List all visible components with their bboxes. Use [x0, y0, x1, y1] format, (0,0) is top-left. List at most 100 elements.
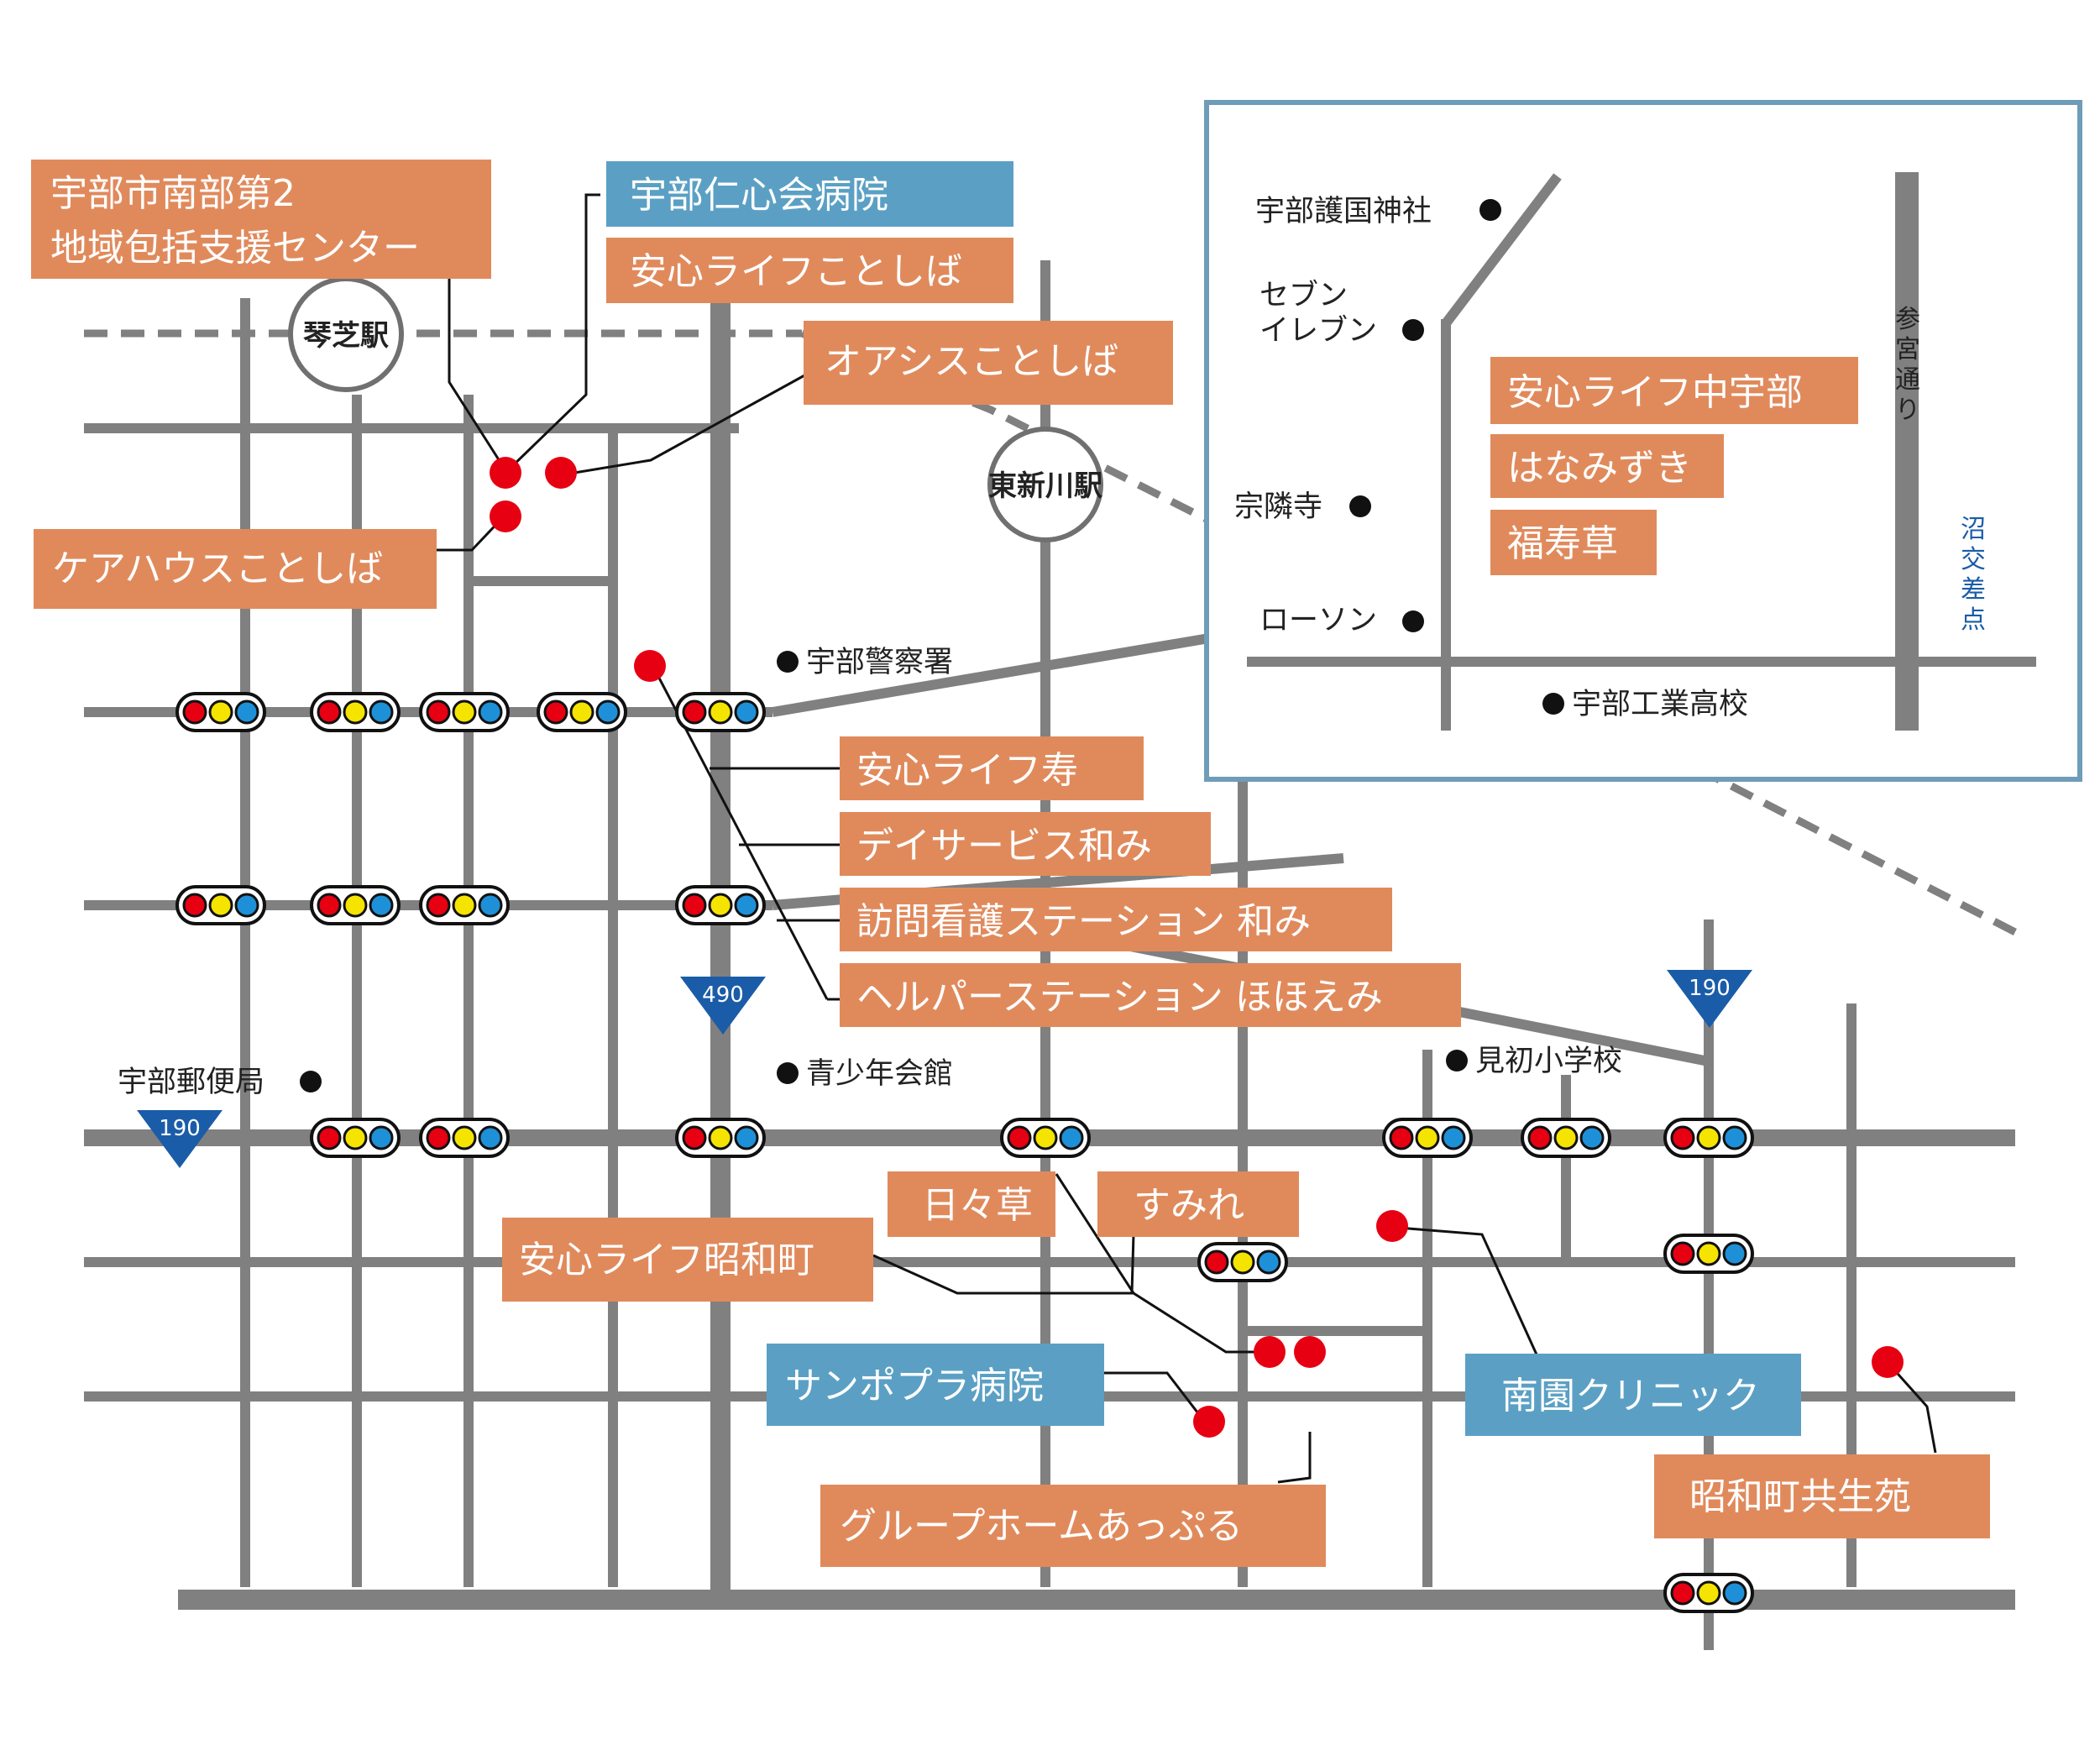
landmark-youth-hall: 青少年会館: [777, 1057, 953, 1091]
landmark-police: 宇部警察署: [777, 646, 953, 679]
facility-box: グループホームあっぷる: [820, 1485, 1326, 1567]
svg-text:日々草: 日々草: [922, 1184, 1033, 1227]
svg-text:宇部工業高校: 宇部工業高校: [1572, 688, 1748, 721]
traffic-light: [1197, 1242, 1288, 1282]
facility-marker: [490, 457, 521, 489]
facility-box: ヘルパーステーション ほほえみ: [840, 963, 1461, 1027]
traffic-light: [310, 885, 401, 925]
svg-text:ケアハウスことしば: ケアハウスことしば: [52, 548, 383, 590]
traffic-light: [1663, 1573, 1754, 1613]
svg-text:宇部郵便局: 宇部郵便局: [118, 1066, 264, 1099]
svg-text:セブン: セブン: [1259, 279, 1348, 312]
svg-text:190: 190: [159, 1116, 201, 1141]
facility-box: 昭和町共生苑: [1654, 1454, 1990, 1538]
facility-box: 安心ライフ中宇部: [1490, 357, 1858, 424]
svg-text:昭和町共生苑: 昭和町共生苑: [1689, 1475, 1911, 1518]
svg-text:イレブン: イレブン: [1259, 314, 1377, 348]
inset-road-name: 参宮通り: [1895, 305, 1920, 425]
facility-marker: [545, 457, 577, 489]
traffic-lights: [175, 642, 1952, 1613]
svg-text:青少年会館: 青少年会館: [806, 1057, 953, 1091]
svg-text:南園クリニック: 南園クリニック: [1501, 1375, 1760, 1417]
station-kotoshiba: 琴芝駅: [288, 276, 404, 392]
svg-text:宇部仁心会病院: 宇部仁心会病院: [630, 174, 888, 217]
facility-box: 福寿草: [1490, 510, 1657, 575]
svg-text:地域包括支援センター: 地域包括支援センター: [50, 227, 420, 270]
facility-labels: 宇部市南部第2 地域包括支援センター 安心ライフことしば オアシスことしば ケア…: [31, 160, 1990, 1567]
facility-box: ケアハウスことしば: [34, 529, 437, 609]
landmark-mizome-school: 見初小学校: [1446, 1045, 1622, 1078]
hospital-labels: 宇部仁心会病院 サンポプラ病院 南園クリニック: [606, 161, 1801, 1436]
svg-text:490: 490: [702, 982, 744, 1008]
traffic-light: [175, 885, 266, 925]
inset-intersection-name: 沼交差点: [1961, 515, 1986, 635]
svg-text:安心ライフ中宇部: 安心ライフ中宇部: [1507, 371, 1803, 414]
svg-text:安心ライフ昭和町: 安心ライフ昭和町: [519, 1239, 814, 1281]
hospital-box: 南園クリニック: [1465, 1354, 1801, 1436]
inset-map: 宇部護国神社 セブン イレブン 宗隣寺 ローソン 宇部工業高校 参宮通り 沼交差…: [1204, 100, 2082, 782]
traffic-light: [1000, 1118, 1091, 1158]
svg-text:はなみずき: はなみずき: [1507, 447, 1692, 490]
facility-box: はなみずき: [1490, 434, 1724, 498]
railway: [84, 329, 2018, 936]
traffic-light: [537, 692, 627, 732]
traffic-light: [419, 692, 510, 732]
facility-box: 安心ライフことしば: [606, 238, 1013, 303]
facility-marker: [490, 500, 521, 532]
route-sign-490: 490: [680, 977, 766, 1035]
landmarks: 宇部警察署 宇部郵便局 青少年会館 見初小学校: [118, 646, 1622, 1099]
svg-text:190: 190: [1689, 976, 1731, 1001]
traffic-light: [1521, 1118, 1611, 1158]
svg-text:サンポプラ病院: サンポプラ病院: [785, 1365, 1044, 1407]
svg-text:グループホームあっぷる: グループホームあっぷる: [840, 1505, 1243, 1548]
facility-box: 宇部市南部第2 地域包括支援センター: [31, 160, 491, 279]
svg-text:宇部警察署: 宇部警察署: [806, 646, 953, 679]
station-label: 東新川駅: [988, 469, 1102, 503]
svg-text:安心ライフ寿: 安心ライフ寿: [856, 749, 1078, 792]
traffic-light: [1382, 1118, 1473, 1158]
traffic-light: [419, 885, 510, 925]
traffic-light: [310, 692, 401, 732]
svg-text:安心ライフことしば: 安心ライフことしば: [630, 250, 962, 293]
svg-text:宇部護国神社: 宇部護国神社: [1255, 195, 1432, 228]
facility-box: 訪問看護ステーション 和み: [840, 888, 1392, 951]
traffic-light: [1663, 1118, 1754, 1158]
traffic-light: [1663, 1234, 1754, 1274]
facility-box: デイサービス和み: [840, 812, 1211, 876]
traffic-light: [310, 1118, 401, 1158]
facility-marker: [1376, 1210, 1408, 1242]
svg-text:福寿草: 福寿草: [1507, 522, 1618, 565]
facility-box: すみれ: [1097, 1171, 1299, 1237]
facility-box: 安心ライフ昭和町: [502, 1218, 873, 1302]
facility-box: オアシスことしば: [804, 321, 1173, 405]
landmark-post-office: 宇部郵便局: [118, 1066, 322, 1099]
route-sign-190: 190: [137, 1110, 223, 1168]
svg-text:宇部市南部第2: 宇部市南部第2: [50, 172, 296, 215]
svg-text:ヘルパーステーション ほほえみ: ヘルパーステーション ほほえみ: [856, 976, 1383, 1019]
svg-text:ローソン: ローソン: [1259, 604, 1377, 637]
facility-marker: [1872, 1346, 1904, 1378]
station-higashi-shinkawa: 東新川駅: [987, 427, 1103, 542]
facility-box: 安心ライフ寿: [840, 736, 1144, 800]
traffic-light: [419, 1118, 510, 1158]
svg-text:見初小学校: 見初小学校: [1475, 1045, 1622, 1078]
station-label: 琴芝駅: [303, 319, 389, 353]
svg-text:デイサービス和み: デイサービス和み: [856, 825, 1152, 867]
traffic-light: [175, 692, 266, 732]
facility-box: 日々草: [888, 1171, 1055, 1237]
svg-text:訪問看護ステーション 和み: 訪問看護ステーション 和み: [856, 900, 1311, 943]
svg-text:宗隣寺: 宗隣寺: [1234, 490, 1322, 524]
traffic-light: [675, 1118, 766, 1158]
traffic-light: [675, 885, 766, 925]
hospital-box: 宇部仁心会病院: [606, 161, 1013, 227]
facility-marker: [1254, 1336, 1286, 1368]
facility-marker: [1294, 1336, 1326, 1368]
facility-marker: [634, 650, 666, 682]
traffic-light: [675, 692, 766, 732]
hospital-box: サンポプラ病院: [767, 1344, 1104, 1426]
facility-marker: [1193, 1406, 1225, 1438]
svg-text:オアシスことしば: オアシスことしば: [825, 340, 1118, 383]
route-sign-190-east: 190: [1667, 970, 1752, 1028]
svg-text:すみれ: すみれ: [1134, 1184, 1244, 1227]
